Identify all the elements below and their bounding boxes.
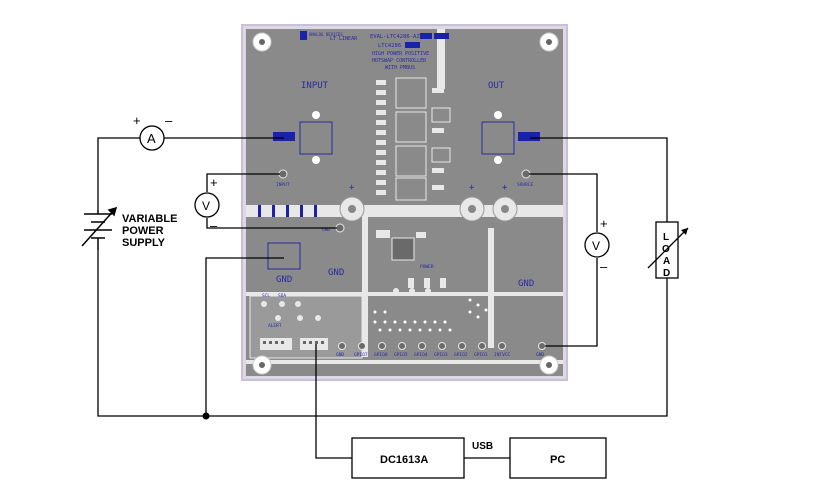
strip-components [258,205,317,217]
resistor-ladder [376,80,444,195]
board-title-3: HIGH POWER POSITIVE [372,51,429,57]
gpio-label: GND [336,352,344,358]
supply-label-3: SUPPLY [122,237,166,249]
input-terminal [299,121,333,155]
voltmeter-right-label: V [592,239,600,253]
board-title-2: LTC4286 [378,43,401,49]
board-bottom-strip [246,292,563,296]
wire-load-return [97,250,668,417]
gnd-left-label: GND [276,275,292,285]
variable-supply-symbol [81,206,118,250]
gpio-label: GPIO4 [414,352,428,358]
title-blue-block [405,42,420,48]
load-letter: D [663,268,670,279]
gpio-label: GPIO2 [454,352,468,358]
board-title-4: HOTSWAP CONTROLLER [372,58,427,64]
gpio-label: GPIO7 [354,352,368,358]
eval-board: ANALOG DEVICES LT LINEAR EVAL-LTC4286-AZ… [241,24,568,381]
analog-devices-logo [300,31,307,40]
svg-text:+: + [502,183,508,193]
board-vertical-channel-mid [362,217,368,357]
gpio-label: GPIO8 [374,352,388,358]
ammeter-minus: – [165,113,173,128]
voltmeter-left: V + – [194,175,220,233]
controller-ic [391,237,415,261]
svg-text:+: + [469,183,475,193]
load: L O A D [647,221,689,279]
logo-analog-text: ANALOG DEVICES [309,32,343,37]
gpio-label: GPIO1 [474,352,488,358]
board-vertical-channel-top [437,29,445,89]
output-terminal [481,121,515,155]
external-wiring [97,137,668,459]
wire-vm-right-minus [545,258,598,347]
load-letter: O [662,244,670,255]
gpio-row [338,342,546,350]
wire-supply-to-ammeter [97,137,140,210]
voltmeter-right: V + – [584,216,610,274]
capacitors [339,196,518,222]
gpio-labels: GND GPIO7 GPIO8 GPIO5 GPIO4 GPIO3 GPIO2 … [336,352,544,358]
voltmeter-left-minus: – [210,218,218,233]
gnd-test-pad [335,223,345,233]
usb-label: USB [472,441,493,452]
gnd-pad-label: GND [322,227,330,233]
logo-lt-text: LT LINEAR [330,36,358,42]
wire-vm-left-plus [206,173,280,192]
load-letter: L [663,232,669,243]
via-array [373,298,488,332]
input-label: INPUT [301,81,329,91]
source-pad-label: SOURCE [517,182,534,188]
gnd-right-label: GND [518,279,534,289]
wire-gnd-terminal [205,257,284,416]
voltmeter-right-minus: – [600,259,608,274]
wire-vm-left-minus [206,218,337,229]
pc-label: PC [550,454,565,466]
mosfet-array [395,77,451,201]
wire-output-to-load [530,137,668,222]
board-title-1: EVAL-LTC4286-AZ [370,34,420,40]
pc-box: PC [509,437,607,479]
alert-label: ALERT [268,323,282,329]
supply-label-2: POWER [122,225,164,237]
input-pad-label: INPUT [276,182,290,188]
gpio-label: GND [536,352,544,358]
ammeter: A + – [133,113,173,151]
voltmeter-left-label: V [202,199,210,213]
source-test-pad [521,169,531,179]
ammeter-plus: + [133,113,141,128]
junction-dot [202,412,210,420]
board-gpio-strip [246,360,563,364]
gpio-label: INTVCC [494,352,511,358]
out-label: OUT [488,81,505,91]
output-blue-pad [518,132,540,141]
board-vertical-channel-right [488,228,494,348]
title-blue-block [434,33,449,39]
supply-label-1: VARIABLE [122,213,177,225]
dc1613a-label: DC1613A [380,454,428,466]
load-letter: A [663,256,670,267]
sda-label: SDA [278,293,286,299]
board-title-5: WITH PMBUS [385,65,415,71]
ammeter-label: A [147,131,156,146]
gnd-mid-label: GND [328,268,344,278]
voltmeter-left-plus: + [210,175,218,190]
gpio-label: GPIO3 [434,352,448,358]
gpio-label: GPIO5 [394,352,408,358]
wire-board-to-dc1613a [315,344,352,459]
input-blue-pad [273,132,295,141]
header-pins [261,301,321,321]
power-label: POWER [420,264,434,270]
gnd-terminal [267,242,301,270]
title-blue-block [420,33,432,39]
scl-label: SCL [262,293,270,299]
wire-vm-right-plus [529,173,598,232]
input-test-pad [278,169,288,179]
voltmeter-right-plus: + [600,216,608,231]
svg-text:+: + [349,183,355,193]
dc1613a-box: DC1613A [351,437,465,479]
